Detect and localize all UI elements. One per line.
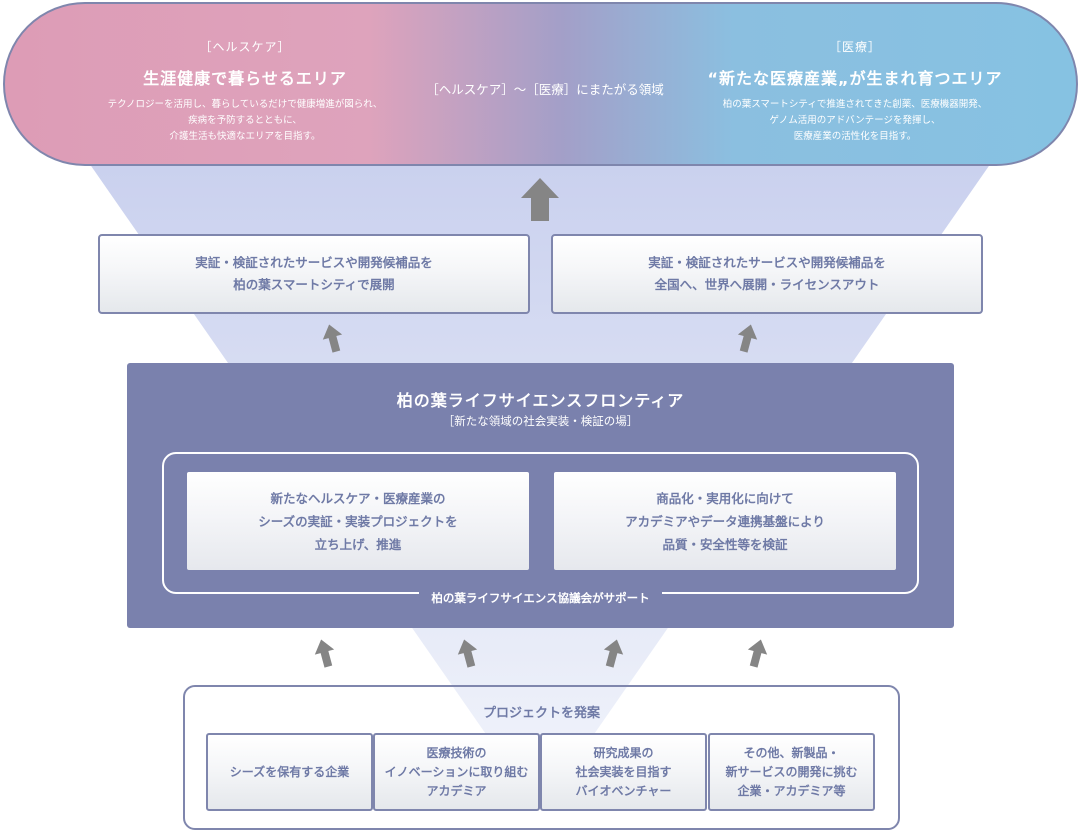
- medical-title: “新たな医療産業„が生まれ育つエリア: [707, 69, 1003, 88]
- council-support-label: 柏の葉ライフサイエンス協議会がサポート: [419, 591, 662, 605]
- launch-projects-box: 新たなヘルスケア・医療産業の シーズの実証・実装プロジェクトを 立ち上げ、推進: [187, 472, 529, 570]
- frontier-subtitle: ［新たな領域の社会実装・検証の場］: [442, 414, 639, 428]
- up-arrow-icon: [521, 178, 559, 221]
- frontier-title: 柏の葉ライフサイエンスフロンティア: [396, 391, 685, 410]
- arrow-icon-project-3: [603, 639, 624, 668]
- medical-tag: ［医療］: [828, 40, 881, 54]
- deploy-global-box: 実証・検証されたサービスや開発候補品を 全国へ、世界へ展開・ライセンスアウト: [551, 234, 983, 314]
- council-support-label-wrap: 柏の葉ライフサイエンス協議会がサポート: [164, 587, 917, 606]
- arrow-icon-deploy-left: [322, 324, 343, 353]
- goal-area-banner: ［ヘルスケア］ 生涯健康で暮らせるエリア テクノロジーを活用し、暮らしているだけ…: [3, 2, 1078, 166]
- healthcare-title: 生涯健康で暮らせるエリア: [143, 69, 347, 88]
- proposer-seed-companies: シーズを保有する企業: [206, 733, 373, 811]
- healthcare-tag: ［ヘルスケア］: [199, 40, 291, 54]
- proposer-academia: 医療技術の イノベーションに取り組む アカデミア: [373, 733, 540, 811]
- medical-column: ［医療］ “新たな医療産業„が生まれ育つエリア 柏の葉スマートシティで推進されて…: [645, 4, 1065, 145]
- arrow-icon-project-1: [314, 639, 335, 668]
- proposer-others: その他、新製品・ 新サービスの開発に挑む 企業・アカデミア等: [708, 733, 875, 811]
- arrow-icon-project-2: [457, 639, 478, 668]
- projects-title: プロジェクトを発案: [482, 706, 600, 721]
- deploy-kashiwanoha-box: 実証・検証されたサービスや開発候補品を 柏の葉スマートシティで展開: [98, 234, 530, 314]
- medical-description: 柏の葉スマートシティで推進されてきた創薬、医療機器開発、 ゲノム活用のアドバンテ…: [722, 99, 988, 142]
- life-science-frontier-panel: 柏の葉ライフサイエンスフロンティア ［新たな領域の社会実装・検証の場］ 新たなヘ…: [127, 363, 954, 628]
- overlap-domain-label: ［ヘルスケア］〜［医療］にまたがる領域: [426, 82, 664, 97]
- project-proposals-panel: プロジェクトを発案 シーズを保有する企業 医療技術の イノベーションに取り組む …: [183, 685, 900, 830]
- arrow-icon-deploy-right: [737, 324, 758, 353]
- healthcare-column: ［ヘルスケア］ 生涯健康で暮らせるエリア テクノロジーを活用し、暮らしているだけ…: [45, 4, 445, 145]
- arrow-icon-project-4: [747, 639, 768, 668]
- council-support-frame: 新たなヘルスケア・医療産業の シーズの実証・実装プロジェクトを 立ち上げ、推進 …: [162, 452, 919, 605]
- healthcare-description: テクノロジーを活用し、暮らしているだけで健康増進が図られ、 疾病を予防するととも…: [107, 99, 383, 142]
- proposer-bio-ventures: 研究成果の 社会実装を目指す バイオベンチャー: [540, 733, 707, 811]
- verify-quality-box: 商品化・実用化に向けて アカデミアやデータ連携基盤により 品質・安全性等を検証: [554, 472, 896, 570]
